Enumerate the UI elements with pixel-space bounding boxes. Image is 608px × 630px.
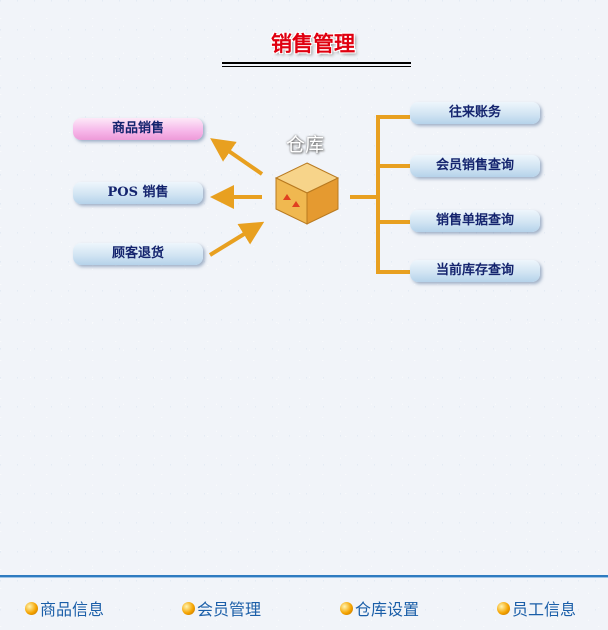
footer-divider: [0, 575, 608, 578]
footer-staff-info[interactable]: 员工信息: [497, 596, 576, 620]
sales-receipt-query-button[interactable]: 销售单据查询: [410, 210, 540, 232]
customer-return-button[interactable]: 顾客退货: [73, 243, 203, 265]
orange-ball-icon: [25, 601, 38, 615]
bracket-connector: [350, 115, 410, 274]
footer-member-management[interactable]: 会员管理: [182, 596, 261, 620]
orange-ball-icon: [497, 601, 510, 615]
page-title: 销售管理: [271, 32, 355, 56]
footer-label: 会员管理: [197, 600, 262, 619]
orange-ball-icon: [340, 601, 353, 615]
footer-label: 仓库设置: [355, 600, 420, 619]
pos-sale-button[interactable]: POS 销售: [73, 182, 203, 204]
footer-warehouse-settings[interactable]: 仓库设置: [340, 596, 419, 620]
title-divider: [222, 62, 411, 67]
goods-sale-button[interactable]: 商品销售: [73, 118, 203, 140]
arrow-from-return: [208, 221, 265, 257]
footer-goods-info[interactable]: 商品信息: [25, 596, 104, 620]
footer-label: 商品信息: [40, 600, 105, 619]
warehouse-box-icon: [274, 162, 340, 225]
stock-query-button[interactable]: 当前库存查询: [410, 260, 540, 282]
warehouse-label: 仓库: [286, 134, 325, 156]
accounts-button[interactable]: 往来账务: [410, 102, 540, 124]
member-sales-query-button[interactable]: 会员销售查询: [410, 155, 540, 177]
footer-label: 员工信息: [512, 600, 577, 619]
orange-ball-icon: [182, 601, 195, 615]
arrow-to-goods-sale: [210, 138, 264, 176]
